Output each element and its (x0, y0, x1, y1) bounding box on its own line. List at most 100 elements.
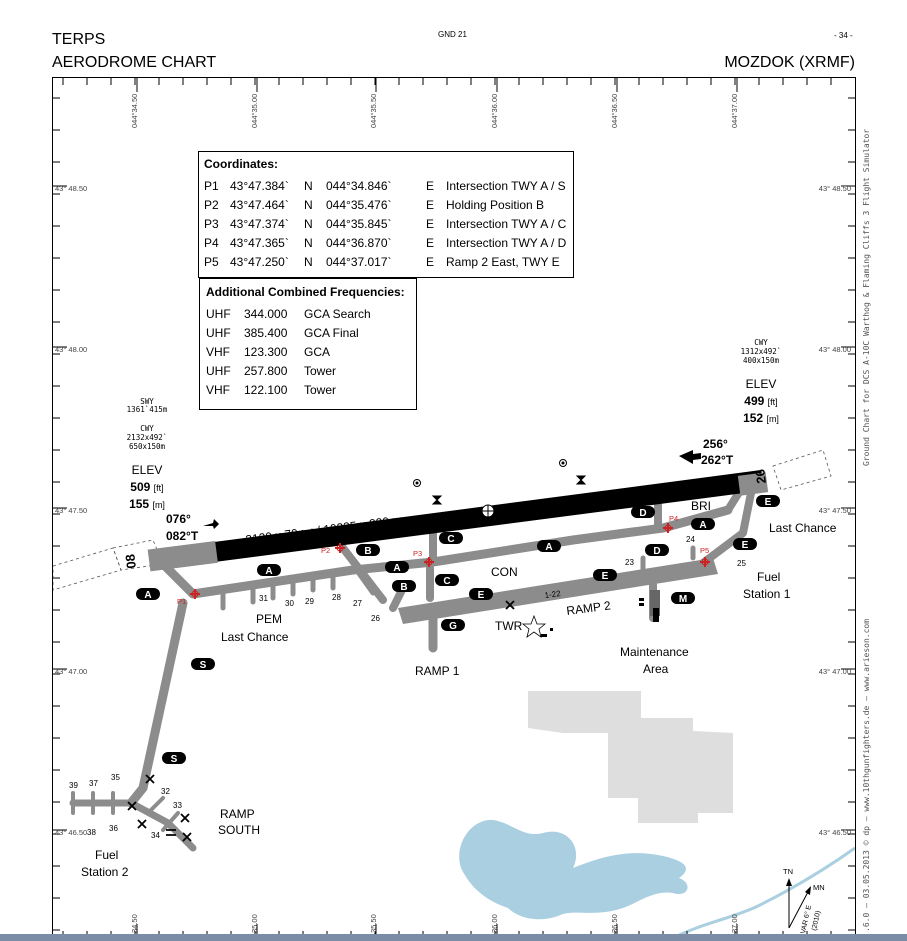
bottom-lon-1: 34.50 (130, 914, 139, 933)
taxiway-label: D (631, 506, 655, 519)
coordinate-lon: 044°35.476` (326, 198, 392, 212)
top-lon-6: 044°37.00 (730, 94, 739, 128)
coordinate-lat: 43°47.374` (230, 217, 289, 231)
label-con: CON (491, 565, 518, 579)
left-lat-2: 43° 48.00 (55, 345, 87, 354)
coordinate-point-marker: P4 (663, 514, 678, 533)
runway-dim-m-unit: [m] (301, 527, 315, 539)
label-pem: PEM (256, 612, 282, 626)
coordinate-ns: N (304, 236, 313, 250)
east-cwy-label: CWY (754, 338, 768, 347)
top-lon-2: 044°35.00 (250, 94, 259, 128)
taxiway-letter: A (699, 520, 706, 531)
coordinate-desc: Intersection TWY A / S (446, 179, 566, 193)
runway-center-marker (481, 504, 495, 518)
west-elev-m: 155 (129, 497, 149, 511)
label-maintenance-1: Maintenance (620, 645, 689, 659)
top-lon-4: 044°36.00 (490, 94, 499, 128)
coordinate-ns: N (304, 179, 313, 193)
chart-frame: 044°34.50 044°35.00 044°35.50 044°36.00 … (52, 77, 856, 938)
right-lat-2: 43° 48.00 (819, 345, 851, 354)
parking-spot-number: 29 (305, 597, 314, 606)
right-lat-4: 43° 47.00 (819, 667, 851, 676)
parking-spot-number: 24 (686, 535, 695, 544)
taxiway-letter: A (144, 590, 151, 601)
parking-spot-number: 36 (109, 824, 118, 833)
runway-dim-ft-unit: [ft] (392, 516, 403, 527)
heading-east: 256° 262°T (679, 437, 734, 467)
frequency-name: GCA Search (304, 307, 371, 321)
taxiway-letter: M (679, 594, 687, 605)
taxiway-letter: D (653, 546, 660, 557)
label-bri: BRI (691, 499, 711, 513)
frequency-name: GCA (304, 345, 331, 359)
parking-spot-number: 38 (87, 828, 96, 837)
west-elev-m-unit: [m] (152, 500, 165, 510)
coordinate-point: P4 (204, 236, 219, 250)
parking-spot-number: 26 (371, 614, 380, 623)
taxiway-label: C (435, 574, 459, 587)
frequency-name: Tower (304, 383, 337, 397)
runway-designator-26: 26 (752, 468, 769, 484)
parking-spot-number: 37 (89, 779, 98, 788)
coordinate-lon: 044°34.846` (326, 179, 392, 193)
west-elev-label: ELEV (132, 463, 163, 477)
taxiway-label: A (385, 561, 409, 574)
taxiway-label: A (537, 540, 561, 553)
coordinate-ns: N (304, 198, 313, 212)
coordinate-point-marker: P2 (321, 543, 345, 555)
maintenance-building (639, 590, 660, 622)
taxiway-letter: E (478, 590, 485, 601)
area-labels: PEM Last Chance Last Chance CON BRI TWR … (81, 499, 837, 879)
east-elev-ft-unit: [ft] (768, 397, 778, 407)
taxiway-label: E (469, 588, 493, 601)
label-ramp-south-1: RAMP (220, 807, 255, 821)
heading-256: 256° (703, 437, 728, 451)
label-last-chance-west: Last Chance (221, 630, 289, 644)
taxiway-label: B (392, 580, 416, 593)
heading-arrow-east (203, 519, 219, 529)
label-ramp-2: RAMP 2 (566, 598, 612, 618)
coordinate-lon: 044°37.017` (326, 255, 392, 269)
coordinate-point: P2 (204, 198, 219, 212)
parking-spot-number: 39 (69, 781, 78, 790)
taxiway-letter: A (393, 563, 400, 574)
top-lon-5: 044°36.50 (610, 94, 619, 128)
north-variation-year: (2010) (811, 910, 822, 931)
taxiway-letter: C (447, 534, 454, 545)
west-elev-ft-unit: [ft] (154, 483, 164, 493)
left-lat-3: 43° 47.50 (55, 506, 87, 515)
runway-threshold-26 (737, 472, 769, 496)
parking-spot-number: 23 (625, 558, 634, 567)
parking-spot-number: 28 (332, 593, 341, 602)
taxiway-label: M (671, 592, 695, 605)
frequencies-title: Additional Combined Frequencies: (206, 285, 405, 299)
coordinate-ew: E (426, 236, 435, 250)
coordinate-point-label: P4 (669, 514, 678, 523)
parking-spot-number: 33 (173, 801, 182, 810)
east-cwy-dims-2: 400x150m (743, 356, 780, 365)
coordinate-ew: E (426, 198, 435, 212)
heading-082: 082°T (166, 529, 199, 543)
taxiway-letter: E (602, 571, 609, 582)
svg-text:152 [m]: 152 [m] (743, 411, 779, 425)
bottom-lon-2: 35.00 (250, 914, 259, 933)
west-cwy-dims-1: 2132x492` (127, 433, 168, 442)
coordinates-title: Coordinates: (204, 157, 279, 171)
heading-west: 076° 082°T (166, 512, 219, 543)
top-lon-1: 044°34.50 (130, 94, 139, 128)
runway-threshold-08 (147, 540, 218, 572)
coordinate-point-label: P5 (700, 546, 709, 555)
coordinate-ew: E (426, 255, 435, 269)
taxiway-label: A (257, 564, 281, 577)
label-fuel-2-a: Fuel (95, 848, 118, 862)
west-runway-info: SWY 1361`415m CWY 2132x492` 650x150m ELE… (127, 397, 168, 511)
taxiway-label: S (191, 658, 215, 671)
coordinate-point-marker: P3 (413, 549, 434, 567)
coordinate-desc: Intersection TWY A / D (446, 236, 567, 250)
right-lat-5: 43° 46.50 (819, 828, 851, 837)
